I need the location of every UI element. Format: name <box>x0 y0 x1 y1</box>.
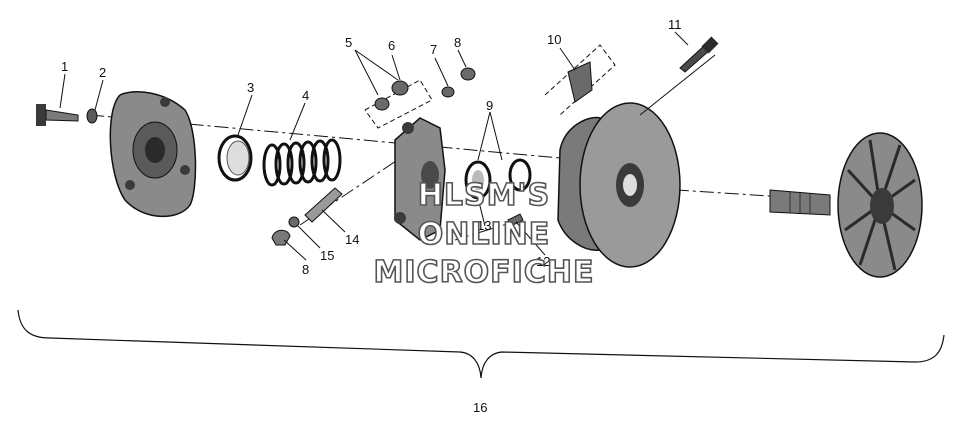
callout-1: 1 <box>61 59 68 74</box>
callout-9: 9 <box>486 98 493 113</box>
callout-6: 6 <box>388 38 395 53</box>
part-10-weight <box>567 61 593 103</box>
part-15-washer <box>288 216 300 228</box>
part-cover-plate <box>109 91 197 218</box>
callout-10: 10 <box>547 32 561 47</box>
callout-14: 14 <box>345 232 359 247</box>
watermark-line-3: MICROFICHE <box>374 255 595 290</box>
callout-5: 5 <box>345 35 352 50</box>
part-5-roller <box>374 97 390 111</box>
part-14-pin <box>304 187 343 223</box>
part-movable-sheave <box>557 102 681 268</box>
callout-3: 3 <box>247 80 254 95</box>
callout-8-bottom: 8 <box>302 262 309 277</box>
callout-15: 15 <box>320 248 334 263</box>
callout-16: 16 <box>473 400 487 415</box>
part-fixed-sheave-fan <box>769 132 923 278</box>
callout-2: 2 <box>99 65 106 80</box>
part-11-bolt <box>679 36 719 73</box>
part-3-ring <box>217 134 253 182</box>
callout-12: 12 <box>536 254 550 269</box>
part-4-spring <box>262 138 342 187</box>
part-6-roller <box>391 80 409 96</box>
watermark: HLSM'S ONLINE MICROFICHE <box>373 177 595 291</box>
part-8-cap-top <box>460 67 476 81</box>
callout-labels: 1 2 3 4 5 6 7 8 8 9 10 11 12 13 14 15 16 <box>61 17 682 415</box>
part-1-bolt <box>36 104 79 126</box>
leader-lines <box>59 31 716 261</box>
callout-8-top: 8 <box>454 35 461 50</box>
callout-11: 11 <box>668 17 682 32</box>
callout-13: 13 <box>477 218 491 233</box>
callout-4: 4 <box>302 88 309 103</box>
part-2-washer <box>86 108 98 124</box>
part-7-washer <box>441 86 455 98</box>
callout-7: 7 <box>430 42 437 57</box>
part-12-screw <box>507 213 524 227</box>
watermark-line-1: HLSM'S <box>418 178 550 213</box>
assembly-brace <box>17 309 945 379</box>
watermark-line-2: ONLINE <box>418 217 551 252</box>
part-spider-hub <box>394 117 446 241</box>
